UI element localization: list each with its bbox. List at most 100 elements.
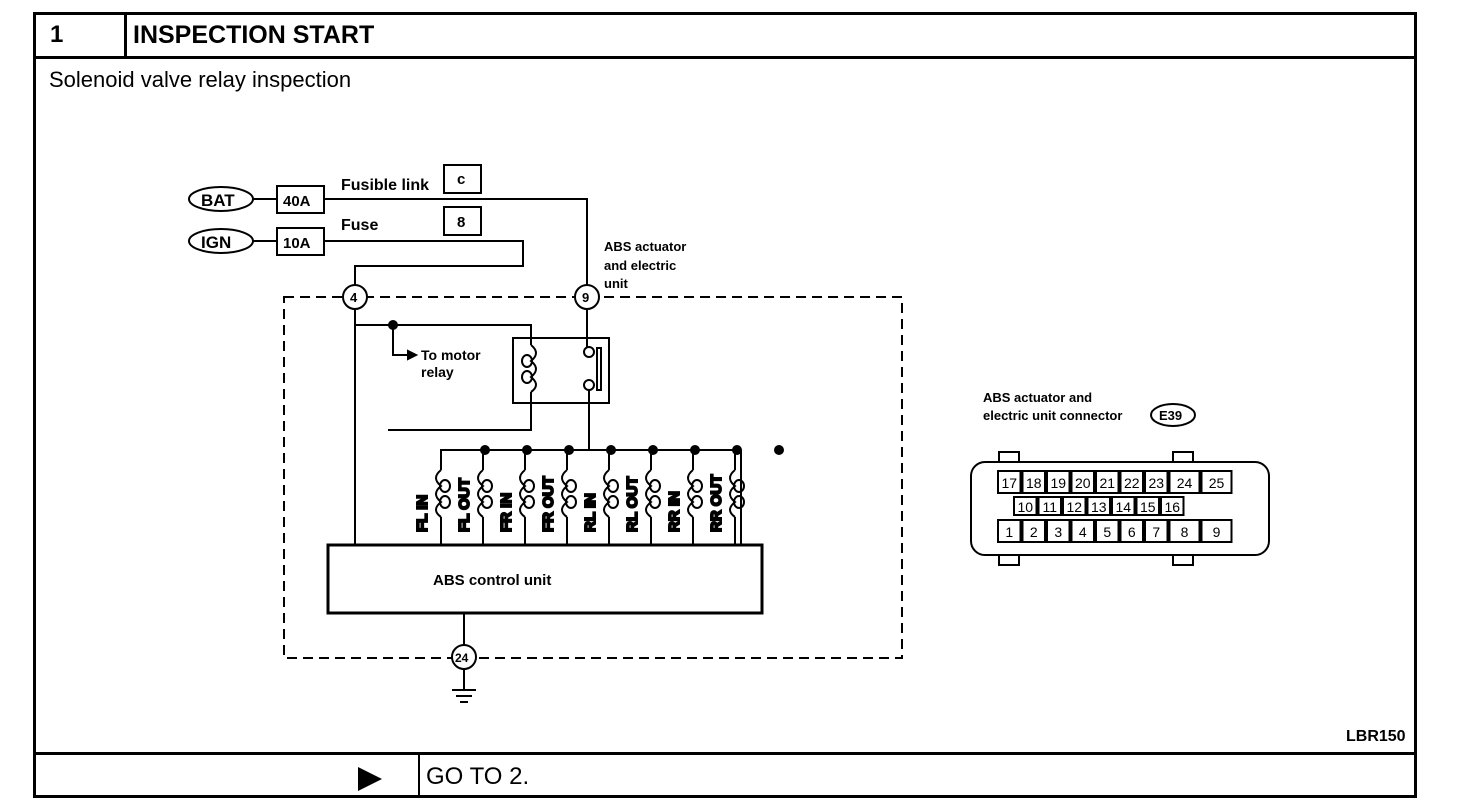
- connector-pin-label: 2: [1030, 524, 1038, 540]
- connector-pin-label: 9: [1213, 524, 1221, 540]
- connector-pin-23: [1144, 470, 1169, 494]
- fusible-link-label: Fusible link: [341, 177, 429, 194]
- connector-pin-11: [1037, 496, 1062, 516]
- connector-id: E39: [1159, 408, 1182, 423]
- connector-pin-12: [1062, 496, 1087, 516]
- connector-pin-label: 25: [1209, 475, 1225, 491]
- footer-row: GO TO 2.: [36, 752, 1414, 795]
- connector-pin-label: 24: [1177, 475, 1193, 491]
- step-subtitle: Solenoid valve relay inspection: [49, 67, 352, 92]
- fusible-link-id: c: [457, 171, 465, 188]
- footer-arrow-cell: [36, 755, 420, 795]
- connector-pin-label: 22: [1124, 475, 1140, 491]
- solenoid-rl-out: RL OUT: [623, 445, 700, 545]
- connector-pin-label: 21: [1099, 475, 1115, 491]
- solenoid-fr-out: FR OUT: [539, 445, 616, 545]
- solenoid-fr-in: FR IN: [497, 445, 574, 545]
- solenoid-fl-in: FL IN: [413, 445, 490, 545]
- solenoid-label: FR OUT: [540, 476, 557, 532]
- fuse-id-box: [443, 206, 482, 236]
- terminal-4-label: 4: [350, 290, 358, 305]
- solenoid-label: RL IN: [582, 493, 599, 532]
- connector-pin-18: [1021, 470, 1046, 494]
- fuse-10a-label: 10A: [283, 235, 311, 252]
- solenoid-rl-in: RL IN: [581, 445, 658, 545]
- connector-pin-label: 13: [1091, 499, 1107, 515]
- connector-pin-8: [1168, 519, 1201, 543]
- connector-pin-4: [1070, 519, 1095, 543]
- solenoid-valve-relay: [512, 337, 610, 404]
- connector-pin-label: 8: [1181, 524, 1189, 540]
- connector-pin-3: [1046, 519, 1071, 543]
- step-title: INSPECTION START: [127, 15, 1414, 59]
- connector-pin-label: 18: [1026, 475, 1042, 491]
- connector-latch: [998, 554, 1020, 566]
- solenoid-label: FR IN: [498, 493, 515, 532]
- connector-pin-label: 23: [1148, 475, 1164, 491]
- abs-control-unit: [326, 543, 764, 615]
- connector-latch: [1172, 451, 1194, 463]
- connector-pin-label: 12: [1066, 499, 1082, 515]
- connector-pin-19: [1046, 470, 1071, 494]
- connector-label-line2: electric unit connector: [983, 408, 1122, 423]
- connector-pin-label: 4: [1079, 524, 1087, 540]
- unit-label-line3: unit: [604, 276, 628, 291]
- abs-control-unit-label: ABS control unit: [433, 572, 551, 589]
- terminal-24-label: 24: [455, 651, 469, 665]
- arrow-right-icon: [358, 767, 382, 791]
- fuse-id: 8: [457, 214, 465, 231]
- connector-pin-label: 15: [1140, 499, 1156, 515]
- connector-pin-1: [997, 519, 1022, 543]
- connector-pin-7: [1144, 519, 1169, 543]
- connector-id-badge: [1150, 403, 1196, 427]
- connector-pin-6: [1119, 519, 1144, 543]
- connector-pin-9: [1200, 519, 1233, 543]
- inspection-step-frame: 1 INSPECTION START Solenoid valve relay …: [33, 12, 1417, 798]
- connector-pin-label: 16: [1164, 499, 1180, 515]
- connector-pin-17: [997, 470, 1022, 494]
- unit-label-line2: and electric: [604, 258, 676, 273]
- connector-pin-2: [1021, 519, 1046, 543]
- connector-pin-label: 19: [1050, 475, 1066, 491]
- connector-pin-label: 10: [1017, 499, 1033, 515]
- solenoid-label: RR OUT: [708, 475, 725, 533]
- solenoid-rr-in: RR IN: [665, 445, 742, 545]
- connector-label-line1: ABS actuator and: [983, 390, 1092, 405]
- bat-label: BAT: [201, 191, 235, 210]
- figure-id: LBR150: [1346, 728, 1406, 745]
- connector-pin-22: [1119, 470, 1144, 494]
- step-number: 1: [36, 15, 127, 59]
- connector-pin-14: [1111, 496, 1136, 516]
- connector-pin-20: [1070, 470, 1095, 494]
- connector-pin-13: [1086, 496, 1111, 516]
- terminal-9-label: 9: [582, 290, 589, 305]
- connector-latch: [998, 451, 1020, 463]
- solenoid-label: FL IN: [414, 495, 431, 532]
- connector-pin-5: [1095, 519, 1120, 543]
- connector-pin-15: [1135, 496, 1160, 516]
- fusible-link-id-box: [443, 164, 482, 194]
- motor-relay-label-line2: relay: [421, 364, 454, 380]
- connector-pin-16: [1160, 496, 1185, 516]
- connector-pin-label: 11: [1042, 499, 1057, 515]
- solenoid-rr-out: RR OUT: [707, 445, 784, 545]
- fuse-40a-label: 40A: [283, 193, 311, 210]
- goto-next-link[interactable]: GO TO 2.: [426, 763, 530, 790]
- connector-pin-label: 1: [1005, 524, 1013, 540]
- ign-label: IGN: [201, 233, 231, 252]
- connector-pin-label: 14: [1115, 499, 1131, 515]
- connector-pin-label: 17: [1001, 475, 1017, 491]
- unit-label-line1: ABS actuator: [604, 239, 686, 254]
- motor-relay-label-line1: To motor: [421, 347, 481, 363]
- connector-pin-25: [1200, 470, 1233, 494]
- connector-housing: [970, 461, 1270, 556]
- connector-pin-label: 20: [1075, 475, 1091, 491]
- connector-pin-10: [1013, 496, 1038, 516]
- connector-pin-label: 7: [1152, 524, 1160, 540]
- connector-latch: [1172, 554, 1194, 566]
- connector-pin-21: [1095, 470, 1120, 494]
- solenoid-label: FL OUT: [456, 478, 473, 532]
- solenoid-label: RR IN: [666, 491, 683, 532]
- solenoid-label: RL OUT: [624, 476, 641, 532]
